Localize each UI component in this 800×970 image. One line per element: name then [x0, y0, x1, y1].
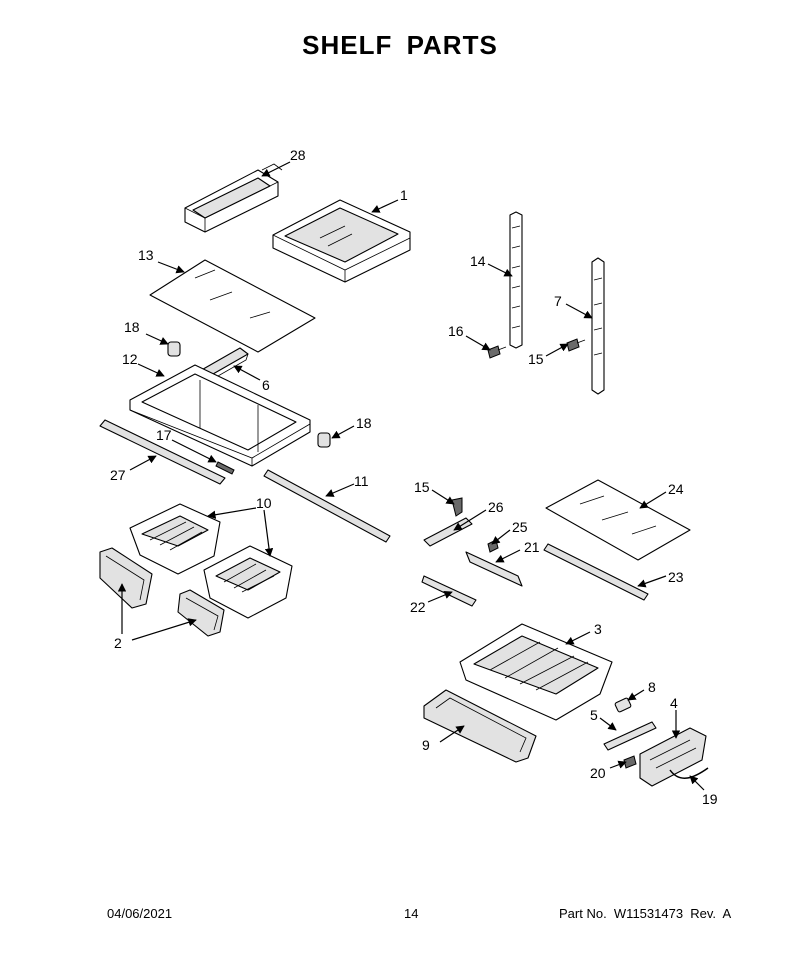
callout-25: 25 — [512, 519, 528, 535]
part-1-shelf-assembly[interactable] — [272, 199, 411, 283]
callout-24: 24 — [668, 481, 684, 497]
callout-18: 18 — [124, 319, 140, 335]
callout-18: 18 — [356, 415, 372, 431]
part-3-deli-drawer[interactable] — [459, 623, 613, 721]
callout-11: 11 — [354, 473, 369, 489]
callout-19: 19 — [702, 791, 718, 807]
callout-6: 6 — [262, 377, 270, 393]
part-24-glass-shelf[interactable] — [545, 479, 691, 561]
part-9-drawer-front[interactable] — [423, 689, 537, 763]
part-18-end-cap-right[interactable] — [317, 432, 331, 448]
callout-2: 2 — [114, 635, 122, 651]
part-8-cap[interactable] — [614, 697, 632, 713]
part-28-door-bin[interactable] — [184, 163, 283, 233]
callout-21: 21 — [524, 539, 540, 555]
callout-4: 4 — [670, 695, 678, 711]
part-22-bracket[interactable] — [421, 575, 477, 607]
part-15-screw-lower[interactable] — [451, 497, 463, 517]
part-25-clip[interactable] — [487, 539, 499, 553]
part-21-bracket[interactable] — [465, 551, 523, 587]
callout-3: 3 — [594, 621, 602, 637]
footer-page-number: 14 — [404, 906, 419, 921]
callout-12: 12 — [122, 351, 138, 367]
part-27-trim[interactable] — [99, 419, 226, 485]
footer-part-number: Part No. W11531473 Rev. A — [559, 906, 732, 921]
callout-13: 13 — [138, 247, 154, 263]
part-19-wire-harness[interactable] — [669, 767, 709, 779]
leader-lines — [117, 161, 705, 791]
callout-15: 15 — [528, 351, 544, 367]
callout-28: 28 — [290, 147, 306, 163]
callout-27: 27 — [110, 467, 126, 483]
callout-7: 7 — [554, 293, 562, 309]
callout-14: 14 — [470, 253, 486, 269]
callout-20: 20 — [590, 765, 606, 781]
callout-15: 15 — [414, 479, 430, 495]
part-23-trim[interactable] — [543, 543, 649, 601]
part-17-clip[interactable] — [215, 461, 235, 475]
part-4-control-housing[interactable] — [639, 727, 707, 787]
callout-1: 1 — [400, 187, 408, 203]
part-10-crisper-drawer-right[interactable] — [203, 545, 293, 619]
part-10-crisper-drawer-left[interactable] — [129, 503, 221, 575]
callout-26: 26 — [488, 499, 504, 515]
callout-8: 8 — [648, 679, 656, 695]
callout-17: 17 — [156, 427, 172, 443]
part-11-rod[interactable] — [263, 469, 391, 543]
part-5-slide[interactable] — [603, 721, 657, 751]
callout-16: 16 — [448, 323, 464, 339]
callout-22: 22 — [410, 599, 426, 615]
page-title: SHELF PARTS — [302, 30, 498, 60]
part-2-drawer-front-left[interactable] — [99, 547, 153, 609]
callout-5: 5 — [590, 707, 598, 723]
callout-9: 9 — [422, 737, 430, 753]
callout-numbers: 28 1 13 14 7 16 15 18 12 6 18 17 27 11 1… — [110, 147, 718, 807]
part-2-drawer-front-right[interactable] — [177, 589, 225, 637]
part-13-glass-shelf[interactable] — [149, 259, 316, 353]
part-12-sliding-shelf-frame[interactable] — [129, 364, 311, 467]
part-15-screw-upper[interactable] — [566, 338, 586, 352]
part-7-shelf-ladder[interactable] — [591, 257, 605, 395]
callout-10: 10 — [256, 495, 272, 511]
footer-date: 04/06/2021 — [107, 906, 173, 921]
part-14-shelf-ladder[interactable] — [509, 211, 523, 349]
callout-23: 23 — [668, 569, 684, 585]
part-16-screw[interactable] — [487, 345, 507, 359]
part-26-bracket[interactable] — [423, 517, 473, 547]
part-18-end-cap-left[interactable] — [167, 341, 181, 357]
